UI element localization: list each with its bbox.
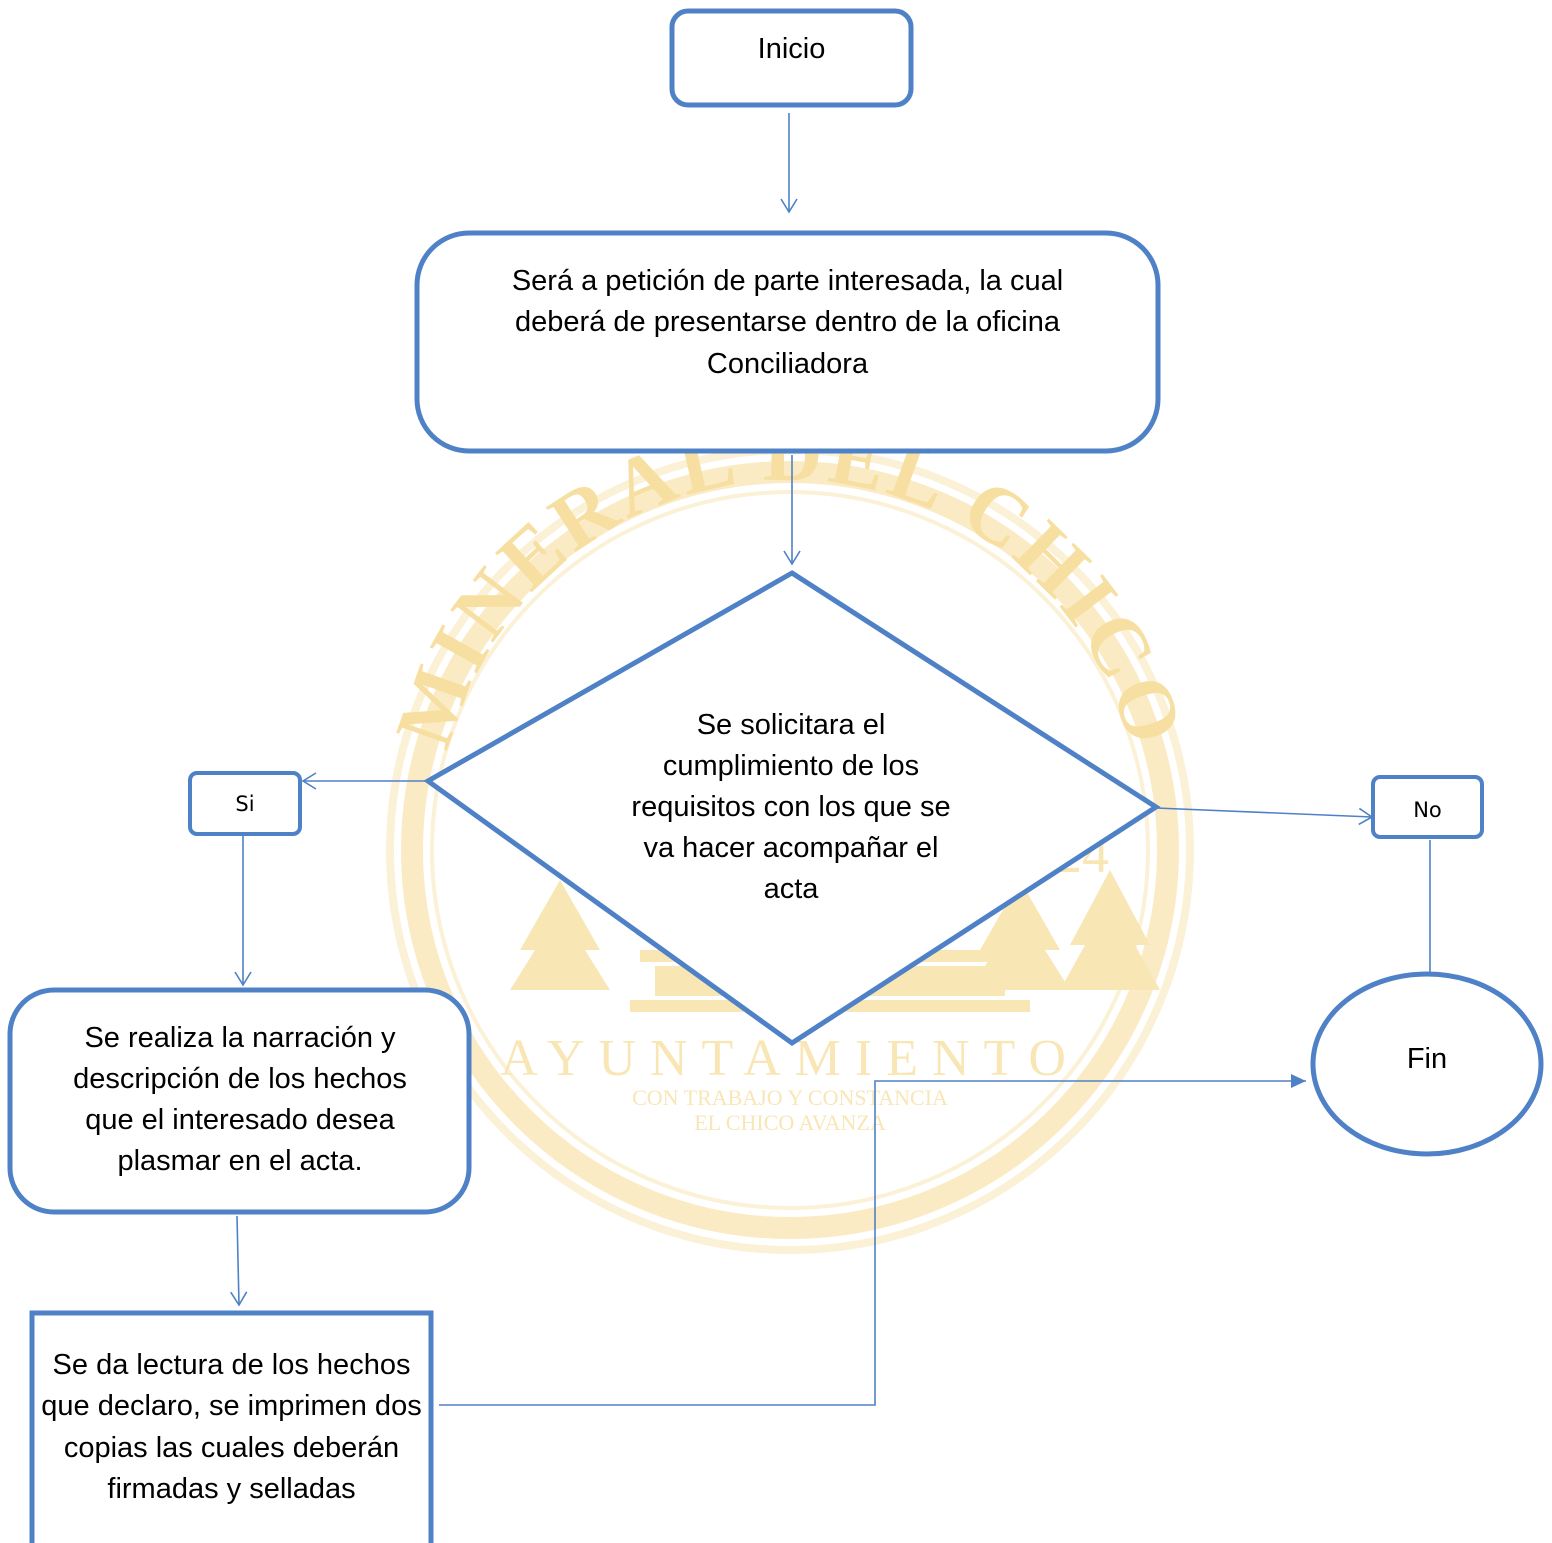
no-node-box: [1371, 775, 1484, 839]
yes-node: Si: [235, 792, 255, 817]
arrow-narration-to-reading: [230, 1215, 248, 1307]
no-node: No: [1413, 798, 1442, 823]
end-node-ellipse: [1310, 971, 1544, 1157]
request-node: Será a petición de parte interesada, la …: [511, 265, 1064, 380]
reading-node-box: [29, 1310, 434, 1543]
shapes: [7, 8, 1544, 1543]
watermark-motto-1: CON TRABAJO Y CONSTANCIA: [632, 1085, 948, 1110]
start-node-box: [669, 8, 914, 108]
end-node: Fin: [1406, 1043, 1448, 1076]
arrow-decision-to-no: [1155, 807, 1374, 826]
decision-node: Se solicitara el cumplimiento de los req…: [631, 708, 951, 906]
decision-node-diamond: [423, 570, 1161, 1047]
narration-node-box: [7, 987, 472, 1215]
yes-node-box: [188, 771, 302, 836]
narration-node: Se realiza la narración y descripción de…: [73, 1021, 407, 1178]
watermark-trees: [510, 870, 1160, 990]
connectors: [230, 113, 1439, 1406]
request-node-box: [414, 230, 1161, 454]
arrow-reading-to-end: [439, 1074, 1306, 1406]
reading-node: Se da lectura de los hechos que declaro,…: [41, 1349, 422, 1505]
watermark-motto-2: EL CHICO AVANZA: [694, 1110, 886, 1135]
start-node: Inicio: [757, 33, 826, 66]
